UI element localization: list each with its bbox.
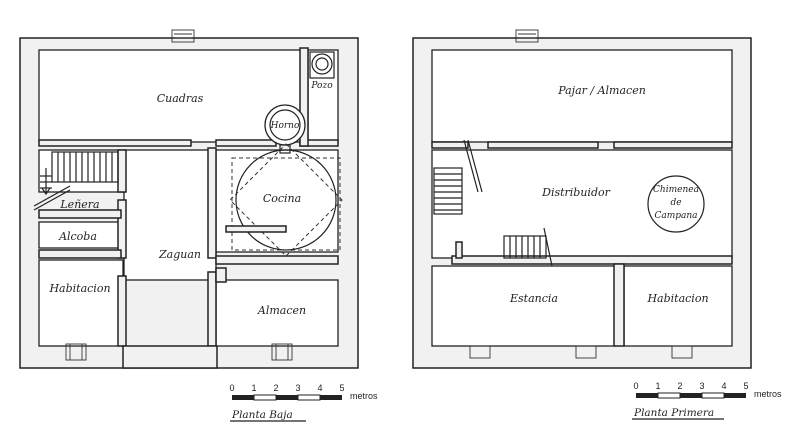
- window-stub: [65, 343, 87, 361]
- wall-segment: [299, 47, 309, 147]
- scale-tick-label: 3: [295, 383, 300, 393]
- plan-title-ground: Planta Baja: [231, 409, 293, 421]
- kitchen-hood-dashed: [229, 143, 343, 257]
- wall-segment: [38, 249, 122, 259]
- scale-tick-label: 2: [273, 383, 278, 393]
- window-stub: [575, 345, 597, 359]
- room-pajar: [431, 49, 733, 143]
- room-habitacion: [38, 259, 124, 347]
- label-pajar: Pajar / Almacen: [557, 84, 646, 97]
- wall-segment: [487, 141, 599, 149]
- room-estancia: [431, 265, 617, 347]
- label-distribuidor: Distribuidor: [541, 186, 610, 199]
- scale-tick-label: 1: [655, 381, 660, 391]
- label-chimenea-line3: Campana: [654, 211, 697, 221]
- wall-segment: [451, 255, 733, 265]
- wall-segment: [215, 255, 339, 265]
- well-frame: [309, 51, 335, 79]
- label-pozo: Pozo: [310, 81, 333, 91]
- first-scale-bar: 0 1 2 3 4 5 metros Planta Primera: [632, 381, 782, 420]
- label-chimenea-line2: de: [670, 198, 681, 208]
- scale-tick-label: 3: [699, 381, 704, 391]
- wall-segment: [613, 263, 625, 347]
- room-habitacion-first: [623, 265, 733, 347]
- label-lenera: Leñera: [59, 198, 99, 211]
- well-circle: [311, 53, 333, 75]
- scale-tick-label: 2: [677, 381, 682, 391]
- scale-tick-label: 1: [251, 383, 256, 393]
- scale-tick-label: 0: [633, 381, 638, 391]
- scale-tick-label: 5: [339, 383, 344, 393]
- label-chimenea-line1: Chimenea: [653, 185, 699, 195]
- label-cocina: Cocina: [263, 192, 301, 205]
- well-inner-circle: [315, 57, 329, 71]
- scale-tick-label: 4: [317, 383, 322, 393]
- first-floor-plan: Pajar / Almacen Distribuidor Chimenea de…: [412, 29, 782, 420]
- scale-tick-label: 4: [721, 381, 726, 391]
- oven-inner-circle: [269, 109, 301, 141]
- room-cuadras: [38, 49, 308, 143]
- ground-staircase: [33, 151, 119, 211]
- label-almacen: Almacen: [257, 304, 306, 317]
- kitchen-bench: [225, 225, 287, 233]
- label-alcoba: Alcoba: [58, 230, 97, 243]
- room-distribuidor: [431, 149, 733, 259]
- wall-segment: [613, 141, 733, 149]
- wall-segment: [215, 267, 227, 283]
- wall-segment: [207, 271, 217, 347]
- wall-segment: [455, 241, 463, 259]
- scale-tick-label: 0: [229, 383, 234, 393]
- label-horno: Horno: [270, 121, 300, 131]
- wall-segment: [207, 147, 217, 259]
- label-habitacion-first: Habitacion: [646, 292, 708, 305]
- wall-segment: [117, 275, 127, 347]
- label-zaguan: Zaguan: [158, 248, 201, 261]
- label-habitacion: Habitacion: [48, 282, 110, 295]
- ground-floor-plan: Cuadras Pozo Horno Leñera Alcoba Cocina …: [19, 29, 378, 422]
- wall-segment: [117, 199, 127, 259]
- kitchen-hood-square: [231, 157, 341, 251]
- label-cuadras: Cuadras: [157, 92, 204, 105]
- wall-segment: [117, 149, 127, 193]
- wall-segment: [215, 139, 277, 147]
- window-stub: [271, 343, 293, 361]
- first-staircase: [433, 139, 483, 215]
- room-zaguan: [123, 149, 217, 281]
- room-alcoba: [38, 221, 120, 249]
- chimney-hood-circle: [647, 175, 705, 233]
- scale-tick-label: 5: [743, 381, 748, 391]
- first-landing-stair: [503, 227, 553, 267]
- wall-segment: [38, 209, 122, 219]
- ground-scale-bar: 0 1 2 3 4 5 metros Planta Baja: [229, 383, 378, 422]
- chimney-stub: [515, 29, 539, 43]
- label-estancia: Estancia: [509, 292, 558, 305]
- wall-segment: [38, 139, 192, 147]
- plan-title-first: Planta Primera: [633, 407, 714, 419]
- window-stub: [671, 345, 693, 359]
- scale-unit: metros: [754, 389, 782, 399]
- wall-segment: [431, 141, 469, 149]
- scale-unit: metros: [350, 391, 378, 401]
- entrance-gap: [122, 345, 218, 369]
- chimney-stub: [171, 29, 195, 43]
- window-stub: [469, 345, 491, 359]
